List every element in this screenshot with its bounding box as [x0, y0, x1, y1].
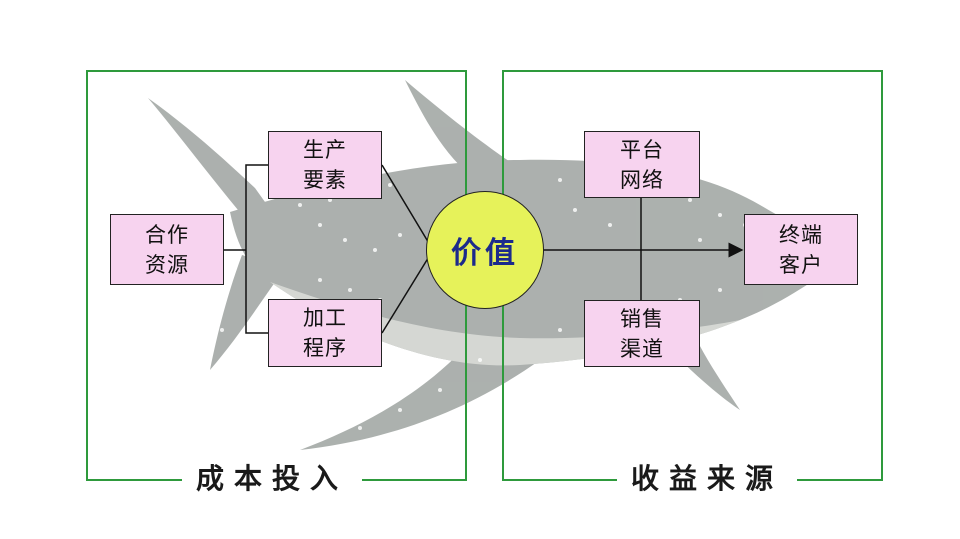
production-factors-label: 生产要素 — [303, 138, 347, 192]
platform-network-box: 平台网络 — [584, 131, 700, 198]
value-label: 价值 — [451, 236, 519, 271]
connector-production-to-value — [381, 164, 431, 246]
revenue-source-label: 收益来源 — [617, 462, 798, 496]
processing-procedures-label: 加工程序 — [303, 306, 347, 360]
connector-bracket — [245, 164, 268, 334]
production-factors-box: 生产要素 — [268, 131, 382, 199]
end-customers-box: 终端客户 — [744, 214, 858, 285]
processing-procedures-box: 加工程序 — [268, 299, 382, 367]
cooperation-resources-box: 合作资源 — [110, 214, 224, 285]
cost-input-label: 成本投入 — [182, 462, 363, 496]
sales-channels-label: 销售渠道 — [620, 306, 664, 361]
platform-network-label: 平台网络 — [620, 137, 664, 192]
sales-channels-box: 销售渠道 — [584, 300, 700, 367]
value-circle: 价值 — [426, 191, 544, 309]
connector-processing-to-value — [381, 254, 431, 334]
cooperation-resources-label: 合作资源 — [145, 222, 189, 277]
end-customers-label: 终端客户 — [779, 222, 823, 277]
